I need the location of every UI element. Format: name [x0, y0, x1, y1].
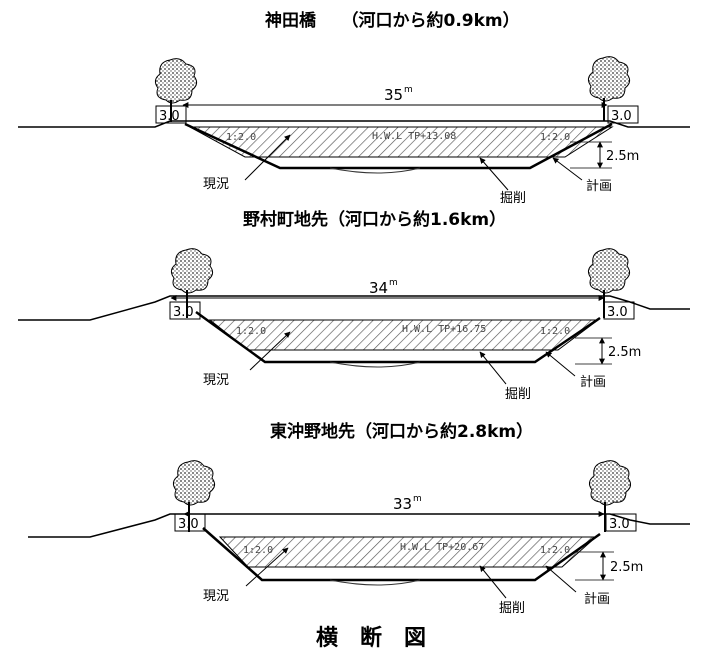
svg-text:m: m — [389, 278, 398, 288]
section-1: 神田橋 （河口から約0.9km） 35 m 3.0 3.0 — [18, 10, 690, 206]
width-value: 34 — [369, 279, 388, 297]
excavation-area — [189, 126, 614, 158]
svg-text:m: m — [413, 494, 422, 504]
hwl-label: H.W.L TP+16.75 — [402, 324, 486, 335]
berm-right — [607, 105, 639, 124]
slope-label: 1:2.0 — [226, 132, 256, 143]
section-title: 野村町地先（河口から約1.6km） — [243, 209, 506, 230]
current-riverbed — [195, 310, 601, 364]
tree-icon — [587, 248, 631, 318]
tree-icon — [154, 58, 198, 122]
slope-label: 1:2.0 — [540, 545, 570, 556]
svg-text:3.0: 3.0 — [173, 305, 194, 320]
hwl-label: H.W.L TP+13.08 — [372, 131, 456, 142]
ground-line — [28, 513, 690, 538]
label-current: 現況 — [203, 589, 229, 604]
label-plan: 計画 — [586, 178, 612, 194]
section-2: 野村町地先（河口から約1.6km） 34 m 3.0 3.0 H.W.L TP+… — [18, 209, 690, 402]
tree-icon — [172, 460, 216, 532]
slope-label: 1:2.0 — [243, 545, 273, 556]
hwl-label: H.W.L TP+20.67 — [400, 542, 484, 553]
tree-icon — [170, 248, 214, 318]
width-value: 33 — [393, 495, 412, 513]
section-title: 東沖野地先（河口から約2.8km） — [270, 421, 533, 442]
svg-text:3.0: 3.0 — [159, 109, 180, 124]
label-excavation: 掘削 — [505, 387, 531, 402]
svg-text:m: m — [404, 85, 413, 95]
depth-label: 2.5m — [606, 149, 639, 164]
label-excavation: 掘削 — [500, 191, 526, 206]
berm-left — [169, 301, 201, 320]
slope-label: 1:2.0 — [540, 326, 570, 337]
depth-label: 2.5m — [608, 345, 641, 360]
slope-label: 1:2.0 — [540, 132, 570, 143]
ground-line — [18, 295, 690, 321]
current-riverbed — [202, 527, 601, 582]
section-3: 東沖野地先（河口から約2.8km） 33 m 3.0 3.0 H.W.L TP+… — [28, 421, 690, 616]
current-riverbed — [184, 122, 613, 170]
excavation-area — [218, 536, 598, 568]
svg-text:3.0: 3.0 — [607, 305, 628, 320]
tree-icon — [588, 460, 632, 532]
ground-line — [18, 120, 690, 128]
label-excavation: 掘削 — [499, 601, 525, 616]
slope-label: 1:2.0 — [236, 326, 266, 337]
width-value: 35 — [384, 86, 403, 104]
tree-icon — [587, 56, 631, 121]
svg-text:3.0: 3.0 — [611, 109, 632, 124]
svg-text:3.0: 3.0 — [609, 517, 630, 532]
label-plan: 計画 — [580, 374, 606, 390]
depth-label: 2.5m — [610, 560, 643, 575]
label-current: 現況 — [203, 373, 229, 388]
section-title: 神田橋 （河口から約0.9km） — [265, 10, 520, 31]
label-current: 現況 — [203, 177, 229, 192]
label-plan: 計画 — [584, 591, 610, 607]
figure-title: 横 断 図 — [316, 625, 426, 651]
